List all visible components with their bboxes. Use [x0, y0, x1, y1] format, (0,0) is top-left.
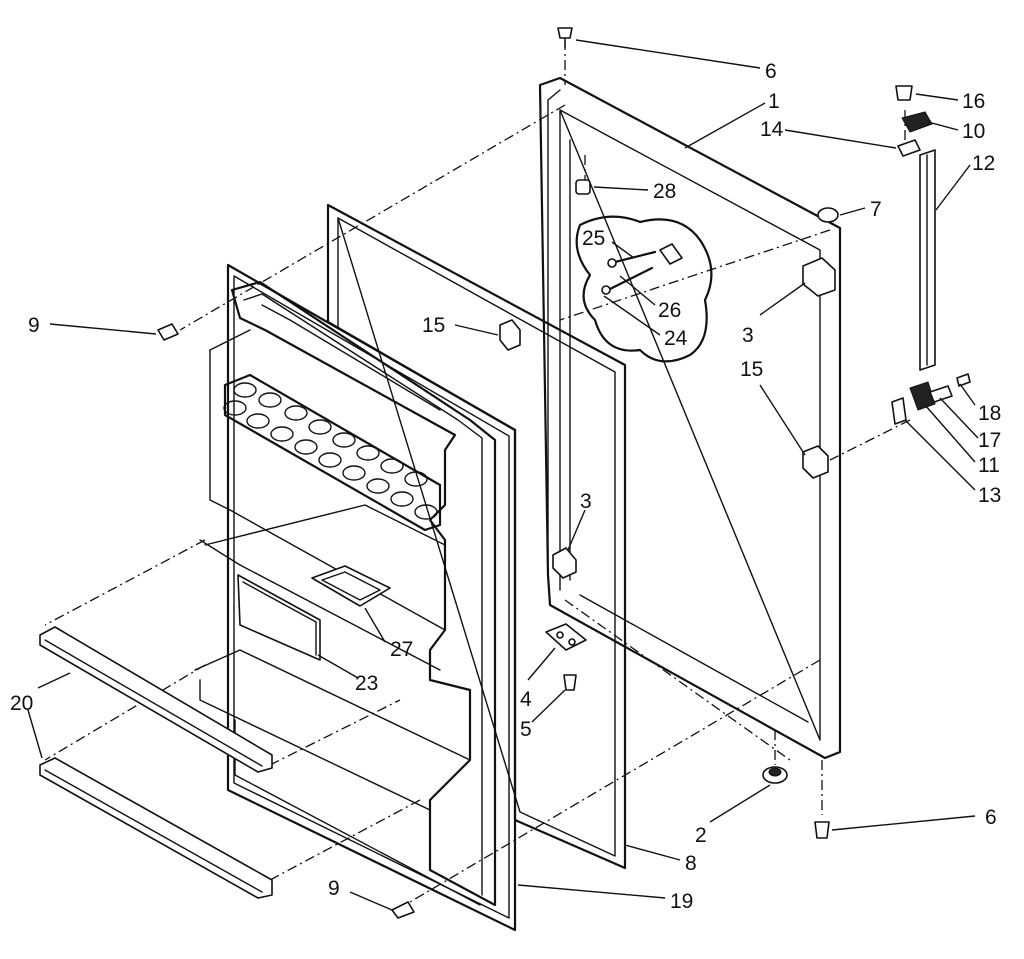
callout-4: 4: [520, 688, 532, 711]
screw-left: [157, 323, 179, 341]
callout-7: 7: [870, 198, 882, 221]
hinge-upper: [802, 257, 836, 297]
spacer-bottom: [891, 397, 907, 425]
cutaway-view: [575, 215, 713, 363]
callout-20: 20: [10, 692, 33, 715]
shelf-bar-lower: [39, 757, 273, 899]
callout-6-bottom: 6: [985, 806, 997, 829]
callout-13: 13: [978, 484, 1001, 507]
small-parts: [157, 27, 971, 919]
callout-11: 11: [978, 454, 1000, 477]
callout-14: 14: [760, 118, 784, 141]
callout-18: 18: [978, 402, 1001, 425]
latch-plate: [659, 243, 683, 265]
callout-27: 27: [390, 638, 413, 661]
callout-24: 24: [664, 327, 688, 350]
callout-6-top: 6: [765, 60, 777, 83]
callout-19: 19: [670, 890, 693, 913]
handle-cap-bottom: [909, 381, 936, 411]
callout-3-upper: 3: [742, 324, 754, 347]
callout-1: 1: [768, 90, 780, 113]
cap: [817, 207, 839, 223]
door-frame: [538, 76, 842, 760]
callout-5: 5: [520, 718, 532, 741]
callout-3-lower: 3: [580, 490, 592, 513]
door-liner: [194, 280, 497, 907]
callout-23: 23: [355, 672, 378, 695]
callout-15-right: 15: [740, 358, 763, 381]
door-stop-left: [499, 319, 521, 351]
callout-2: 2: [695, 824, 707, 847]
spacer-top: [897, 139, 921, 157]
hinge-lower: [552, 547, 577, 579]
handle-cap-top: [901, 111, 933, 133]
leader-lines: [27, 39, 979, 911]
screw-bottom: [391, 901, 415, 919]
screw-top: [557, 27, 573, 39]
callout-26: 26: [658, 299, 681, 322]
callout-9-bottom: 9: [328, 877, 340, 900]
callout-labels: 6 1 16 10 14 12 28 7 25 26 24 9 15 3 15 …: [10, 60, 1001, 913]
callout-10: 10: [962, 120, 985, 143]
egg-cups: [223, 382, 438, 520]
callout-9-left: 9: [28, 314, 40, 337]
handle-screw: [929, 385, 953, 403]
door-gasket: [326, 203, 627, 870]
callout-12: 12: [972, 152, 995, 175]
callout-16: 16: [962, 90, 985, 113]
handle-screw-small: [956, 373, 971, 387]
callout-17: 17: [978, 429, 1001, 452]
callout-8: 8: [685, 852, 697, 875]
butter-compartment-door: [237, 574, 321, 661]
utility-bin: [311, 565, 391, 607]
screw-bracket: [563, 674, 577, 691]
shelf-bar-upper: [39, 626, 273, 773]
assembly-lines: [44, 40, 911, 906]
door-stop-right: [802, 445, 829, 479]
callout-25: 25: [582, 227, 605, 250]
bushing: [575, 179, 591, 195]
callout-15-left: 15: [422, 314, 445, 337]
handle-screw-top: [895, 85, 913, 101]
bracket: [545, 623, 587, 651]
screw-bottom-right: [814, 821, 830, 839]
callout-28: 28: [653, 180, 676, 203]
